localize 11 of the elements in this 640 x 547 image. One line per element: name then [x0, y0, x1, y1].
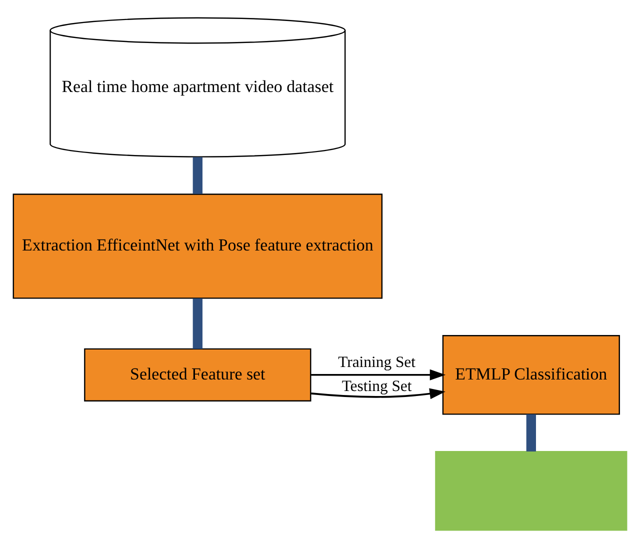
node-box: Selected Feature set	[84, 348, 312, 401]
node-box	[435, 450, 628, 530]
arrow	[311, 388, 446, 399]
edge-label: Training Set	[338, 353, 416, 370]
node-box: Extraction EfficeintNet with Pose feature extraction	[12, 193, 383, 298]
node-box: ETMLP Classification	[442, 334, 620, 414]
arrow	[311, 368, 446, 380]
edge-label: Testing Set	[342, 378, 412, 395]
connector	[526, 414, 536, 451]
connector	[192, 298, 202, 348]
connector	[192, 156, 202, 194]
